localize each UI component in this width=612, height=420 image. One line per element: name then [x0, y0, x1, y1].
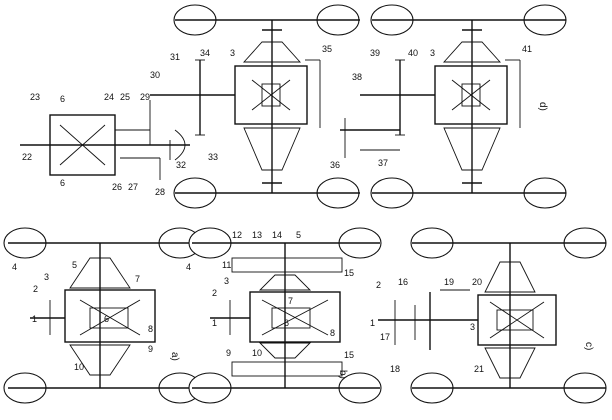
part-label: 8	[330, 328, 335, 338]
part-label: 29	[140, 92, 150, 102]
part-label: 24	[104, 92, 114, 102]
part-label: 27	[128, 182, 138, 192]
part-label: 3	[470, 322, 475, 332]
part-label: 39	[370, 48, 380, 58]
part-label: 15	[344, 350, 354, 360]
part-label: 12	[232, 230, 242, 240]
part-label: 2	[33, 284, 38, 294]
part-label: 19	[444, 277, 454, 287]
part-label: 35	[322, 44, 332, 54]
part-label: 36	[330, 160, 340, 170]
part-label: 37	[378, 158, 388, 168]
part-label: 6	[284, 318, 289, 328]
part-label: 26	[112, 182, 122, 192]
part-label: 1	[32, 314, 37, 324]
part-label: 23	[30, 92, 40, 102]
part-label: 30	[150, 70, 160, 80]
part-label: 5	[296, 230, 301, 240]
panel-label-a: a)	[169, 352, 180, 361]
part-label: 40	[408, 48, 418, 58]
part-label: 17	[380, 332, 390, 342]
part-label: 8	[148, 324, 153, 334]
part-label: 10	[252, 348, 262, 358]
part-label: 7	[288, 296, 293, 306]
part-label: 16	[398, 277, 408, 287]
part-label: 1	[370, 318, 375, 328]
part-label: 22	[22, 152, 32, 162]
part-label: 38	[352, 72, 362, 82]
part-label: 25	[120, 92, 130, 102]
part-label: 20	[472, 277, 482, 287]
part-label: 2	[376, 280, 381, 290]
part-label: 4	[12, 262, 17, 272]
part-label: 6	[104, 314, 109, 324]
part-label: 1	[212, 318, 217, 328]
part-label: 41	[522, 44, 532, 54]
part-label: 15	[344, 268, 354, 278]
part-label: 6	[60, 94, 65, 104]
part-label: 21	[474, 364, 484, 374]
bottom-assembly-c: 2 16 19 20 1 17 3 18 21 c)	[370, 227, 607, 404]
part-label: 3	[44, 272, 49, 282]
top-left-assembly: 23 6 24 25 22 6 26 27 28 29 30 31 34 3 3…	[20, 4, 360, 209]
part-label: 2	[212, 288, 217, 298]
panel-label-d: d)	[537, 102, 548, 111]
part-label: 14	[272, 230, 282, 240]
part-label: 28	[155, 187, 165, 197]
part-label: 6	[60, 178, 65, 188]
part-label: 10	[74, 362, 84, 372]
part-label: 34	[200, 48, 210, 58]
part-label: 13	[252, 230, 262, 240]
part-label: 18	[390, 364, 400, 374]
bottom-assembly-b: 12 13 14 5 4 11 15 2 3 7 1 6 8 9 10 15 b…	[186, 227, 382, 404]
part-label: 4	[186, 262, 191, 272]
bottom-assembly-a: 4 5 2 3 7 1 6 8 9 10 a)	[3, 227, 202, 404]
part-label: 5	[72, 260, 77, 270]
part-label: 33	[208, 152, 218, 162]
part-label: 31	[170, 52, 180, 62]
top-right-assembly: 39 40 3 41 38 36 37 d)	[330, 4, 567, 209]
panel-label-c: c)	[583, 342, 594, 350]
part-label: 7	[135, 274, 140, 284]
part-label: 9	[148, 344, 153, 354]
part-label: 3	[224, 276, 229, 286]
part-label: 3	[230, 48, 235, 58]
part-label: 32	[176, 160, 186, 170]
part-label: 3	[430, 48, 435, 58]
panel-label-b: b)	[337, 370, 348, 379]
part-label: 11	[222, 260, 231, 270]
part-label: 9	[226, 348, 231, 358]
